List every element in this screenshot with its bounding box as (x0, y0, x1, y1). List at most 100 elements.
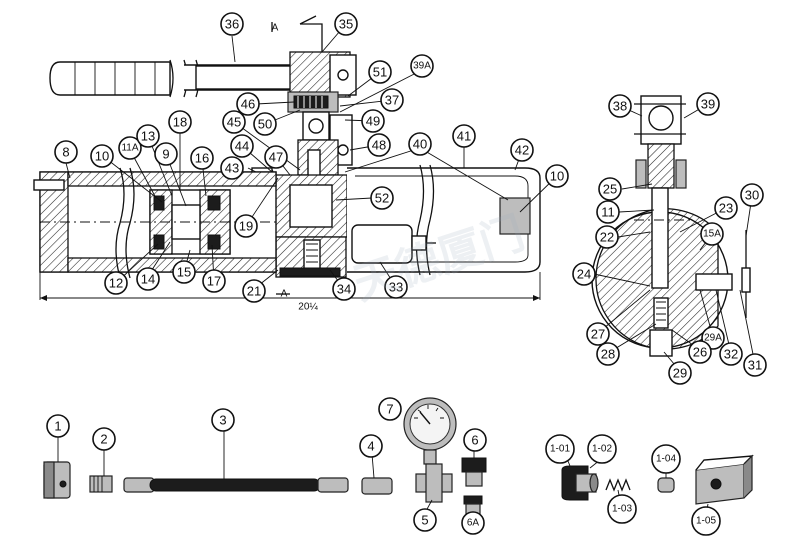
svg-text:25: 25 (603, 182, 617, 197)
callout-51: 51 (368, 60, 392, 84)
callout-6: 6 (463, 428, 487, 452)
callout-13: 13 (136, 124, 160, 148)
callout-2: 2 (92, 427, 116, 451)
dimension-label: 20¼ (298, 301, 318, 313)
svg-text:1-01: 1-01 (550, 444, 570, 455)
callout-52: 52 (370, 186, 394, 210)
callout-45: 45 (222, 110, 246, 134)
callout-23: 23 (714, 196, 738, 220)
svg-text:15A: 15A (703, 229, 721, 240)
callout-1-04: 1-04 (651, 444, 681, 474)
callout-3: 3 (211, 408, 235, 432)
part-4-adapter (361, 453, 393, 495)
callout-30: 30 (740, 183, 764, 207)
svg-text:47: 47 (269, 150, 283, 165)
callout-26: 26 (688, 340, 712, 364)
callout-7: 7 (378, 397, 402, 421)
svg-text:34: 34 (337, 282, 351, 297)
callout-32: 32 (719, 342, 743, 366)
reservoir (347, 164, 541, 276)
svg-text:22: 22 (600, 230, 614, 245)
svg-text:42: 42 (515, 143, 529, 158)
svg-text:39: 39 (701, 97, 715, 112)
callout-22: 22 (595, 225, 619, 249)
callout-1-01: 1-01 (545, 434, 575, 464)
callout-1-05: 1-05 (691, 506, 721, 536)
callout-4: 4 (359, 434, 383, 458)
callout-44: 44 (230, 134, 254, 158)
svg-text:10: 10 (550, 169, 564, 184)
svg-text:37: 37 (385, 93, 399, 108)
callout-19: 19 (234, 214, 258, 238)
callout-47: 47 (264, 145, 288, 169)
svg-text:35: 35 (339, 17, 353, 32)
section-mark-bottom: A (281, 289, 288, 300)
callout-10-left: 10 (90, 144, 114, 168)
callout-31: 31 (743, 353, 767, 377)
svg-text:12: 12 (109, 276, 123, 291)
callout-9: 9 (154, 142, 178, 166)
handle-pivot-block (271, 15, 357, 98)
callout-15a: 15A (700, 222, 724, 246)
svg-text:21: 21 (247, 284, 261, 299)
callout-29: 29 (668, 361, 692, 385)
svg-text:18: 18 (173, 115, 187, 130)
callouts-main: 36 35 51 39A 37 46 50 49 45 48 8 10 11A … (54, 12, 569, 303)
part-3-hose (123, 426, 349, 493)
callout-39a: 39A (410, 54, 434, 78)
callout-34: 34 (332, 277, 356, 301)
svg-text:1-02: 1-02 (592, 444, 612, 455)
part-2-nipple (89, 446, 113, 493)
plunger-assembly (287, 91, 353, 231)
svg-text:11A: 11A (121, 143, 138, 154)
callout-11a: 11A (118, 136, 142, 160)
svg-text:49: 49 (366, 114, 380, 129)
callout-16: 16 (190, 146, 214, 170)
svg-text:13: 13 (141, 129, 155, 144)
callouts-section: 38 39 25 11 22 23 15A 30 24 27 28 29A 26… (572, 92, 767, 385)
svg-text:46: 46 (241, 97, 255, 112)
callout-48: 48 (367, 133, 391, 157)
svg-text:1-04: 1-04 (656, 454, 676, 465)
svg-text:1: 1 (54, 419, 61, 434)
callout-50: 50 (253, 112, 277, 136)
callout-14: 14 (136, 267, 160, 291)
callout-17: 17 (202, 269, 226, 293)
callout-24: 24 (572, 262, 596, 286)
section-view (591, 95, 751, 357)
section-mark-top: A (272, 23, 279, 34)
svg-text:14: 14 (141, 272, 155, 287)
callout-42: 42 (510, 138, 534, 162)
callout-46: 46 (236, 92, 260, 116)
callout-11: 11 (596, 200, 620, 224)
dimension-line: 20¼ (39, 272, 541, 313)
svg-text:28: 28 (601, 347, 615, 362)
svg-text:51: 51 (373, 65, 387, 80)
callout-1-02: 1-02 (587, 434, 617, 464)
svg-text:48: 48 (372, 138, 386, 153)
svg-text:11: 11 (601, 205, 615, 220)
callout-21: 21 (242, 279, 266, 303)
callout-43: 43 (220, 156, 244, 180)
callout-6a: 6A (461, 511, 485, 535)
svg-text:31: 31 (748, 358, 762, 373)
svg-text:9: 9 (162, 147, 169, 162)
part-1-coupler (43, 428, 71, 499)
svg-text:6: 6 (471, 433, 478, 448)
svg-text:50: 50 (258, 117, 272, 132)
svg-text:26: 26 (693, 345, 707, 360)
svg-text:36: 36 (225, 17, 239, 32)
part-7-gauge (403, 397, 457, 465)
callout-18: 18 (168, 110, 192, 134)
callout-8: 8 (54, 140, 78, 164)
svg-text:33: 33 (389, 280, 403, 295)
svg-text:45: 45 (227, 115, 241, 130)
svg-text:40: 40 (413, 137, 427, 152)
callout-41: 41 (452, 124, 476, 148)
part-1-01-valve-body (561, 455, 601, 501)
svg-text:23: 23 (719, 201, 733, 216)
svg-text:3: 3 (219, 413, 226, 428)
callout-28: 28 (596, 342, 620, 366)
svg-text:29: 29 (673, 366, 687, 381)
